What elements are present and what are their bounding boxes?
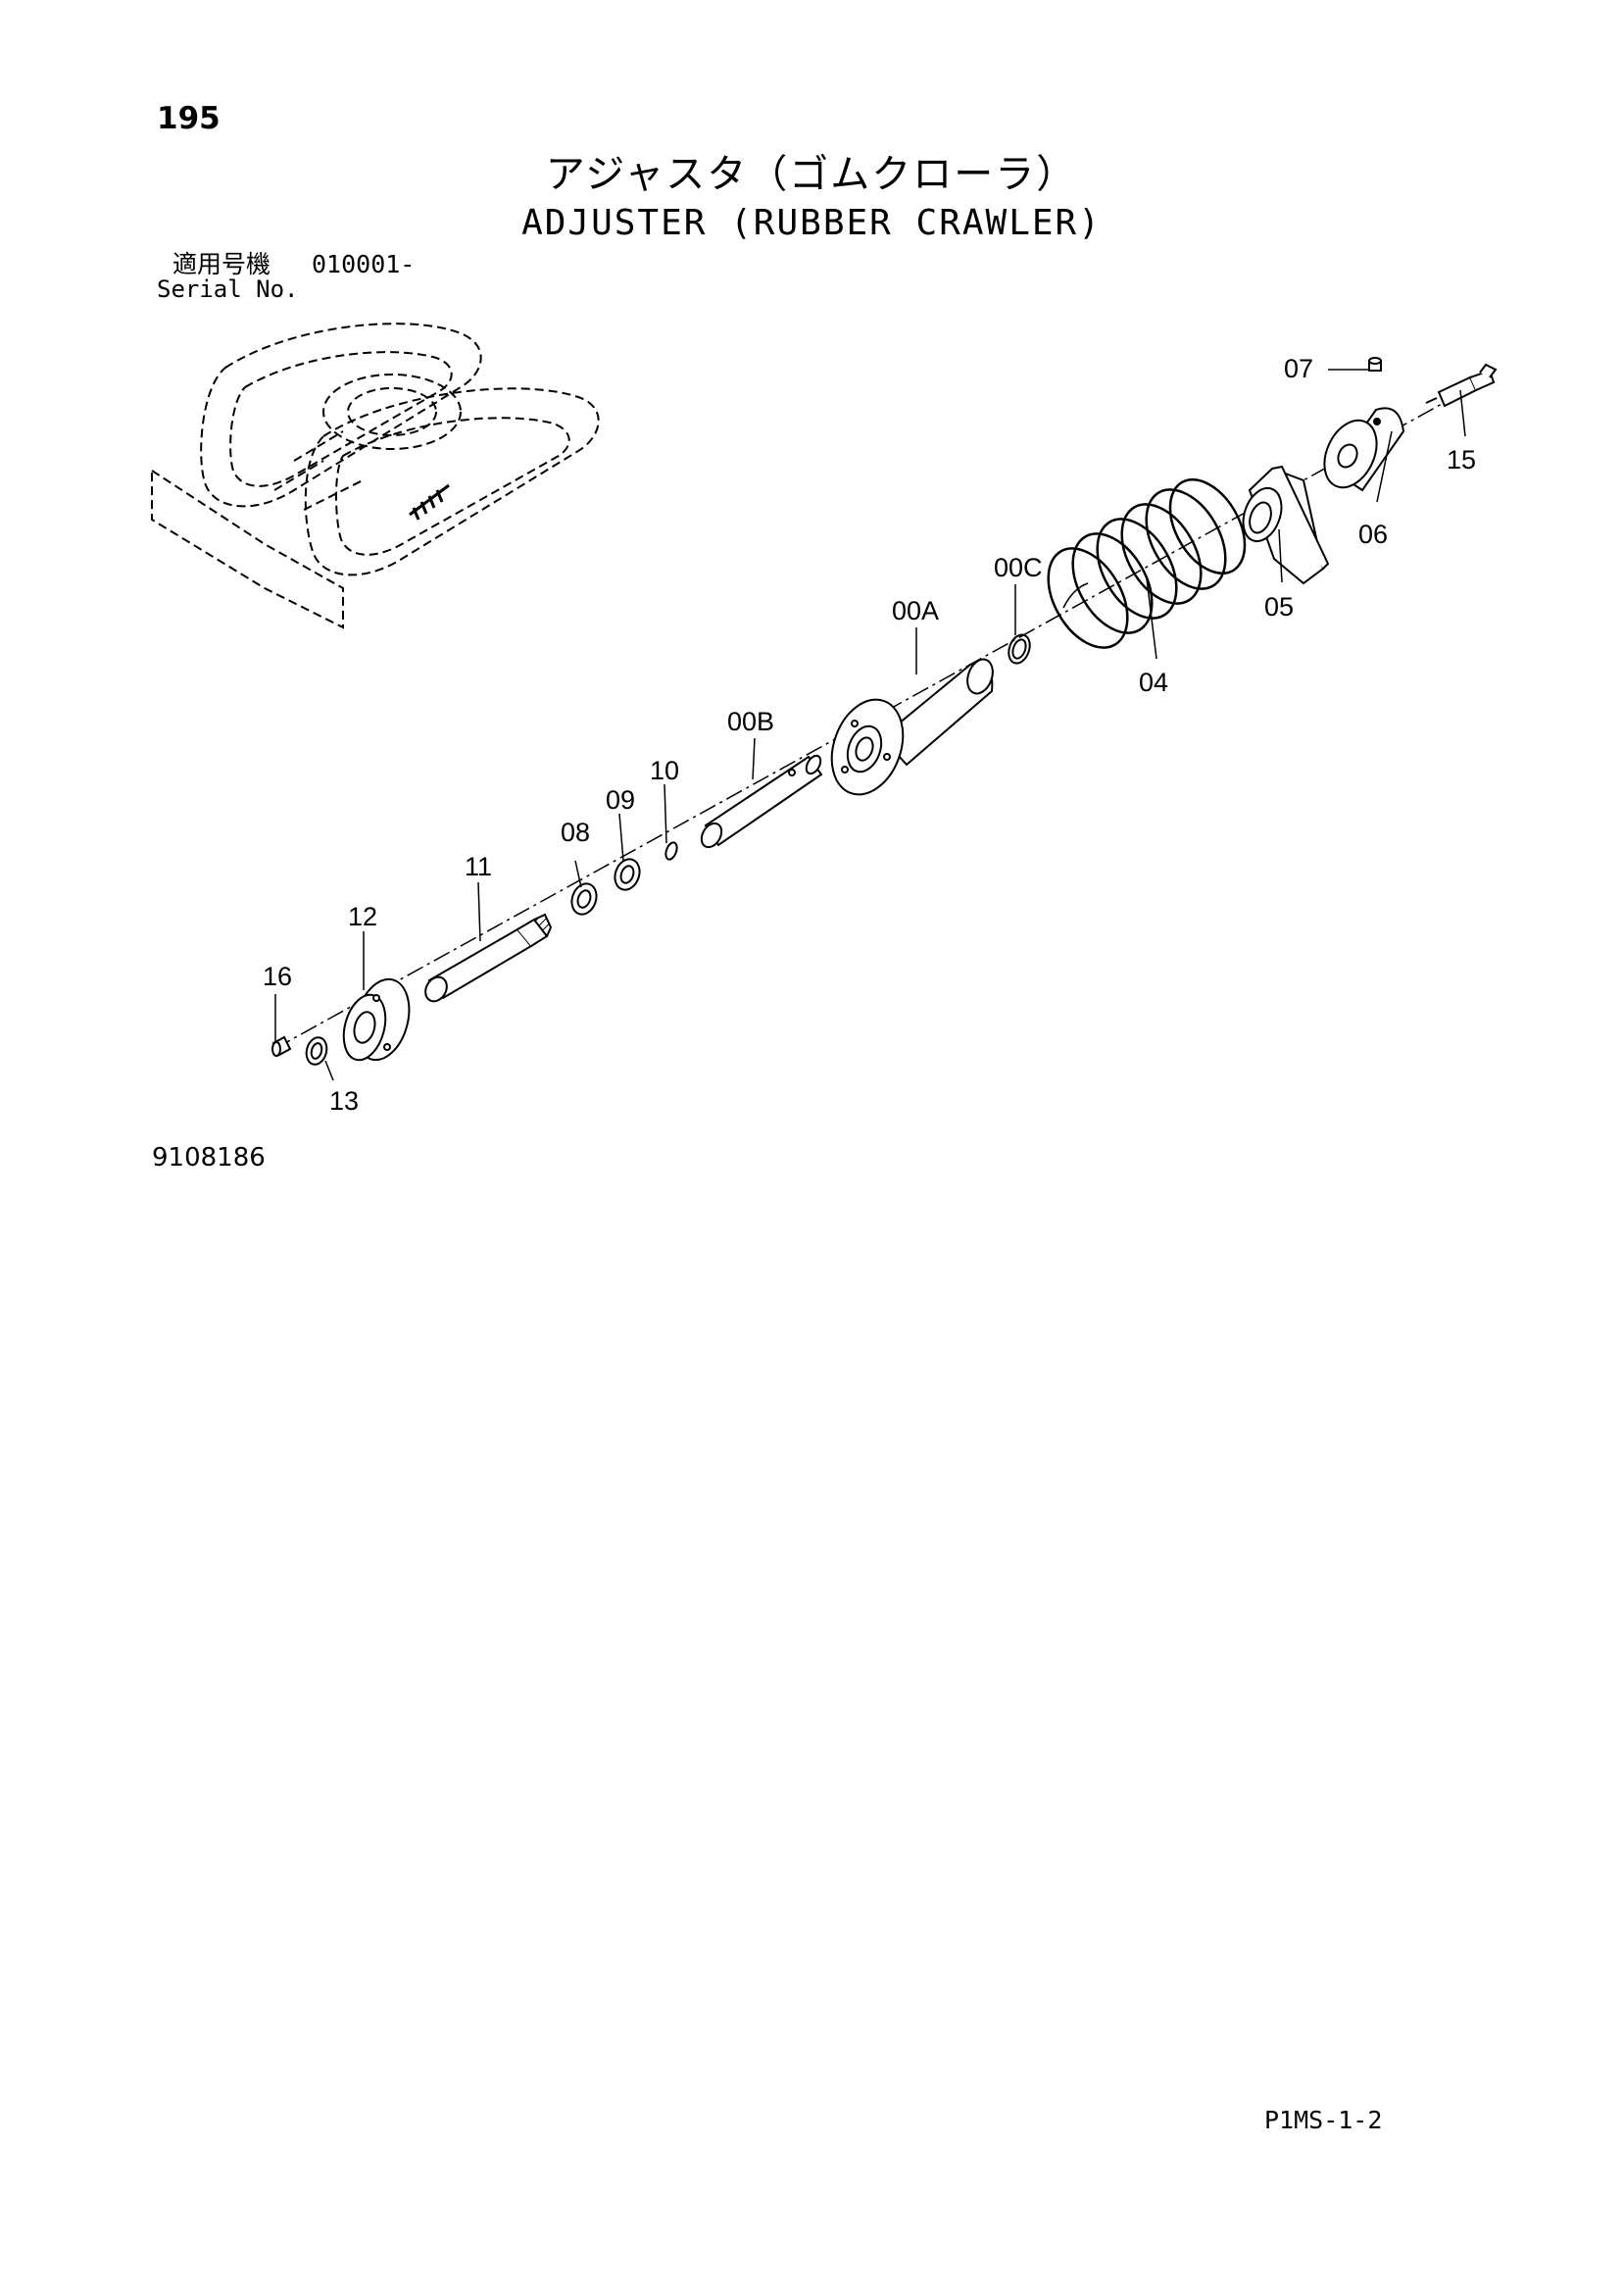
part-10-snap-ring: [664, 841, 678, 861]
callout-13: 13: [329, 1086, 359, 1116]
callout-05: 05: [1264, 592, 1294, 622]
leader-lines: [274, 369, 1466, 1081]
callout-00A: 00A: [892, 596, 939, 625]
callout-12: 12: [348, 902, 377, 931]
callout-11: 11: [465, 852, 492, 881]
callout-16: 16: [263, 962, 292, 991]
page-number: 195: [157, 101, 221, 136]
callout-00C: 00C: [994, 553, 1043, 582]
callout-labels: 07 15 06 05 04 00C 00A 00B 10 09 08 11 1…: [263, 354, 1476, 1116]
title-japanese: アジャスタ（ゴムクローラ）: [545, 152, 1078, 197]
callout-06: 06: [1358, 520, 1388, 549]
serial-label-japanese: 適用号機: [172, 250, 271, 278]
part-07-grease-nipple: [1368, 357, 1382, 372]
serial-value: 010001-: [312, 250, 416, 278]
title-english: ADJUSTER (RUBBER CRAWLER): [521, 203, 1102, 243]
part-16-bolt: [271, 1035, 292, 1057]
callout-04: 04: [1139, 668, 1168, 697]
part-05-flange-bracket: [1242, 465, 1330, 585]
callout-08: 08: [561, 818, 590, 847]
part-00A-cylinder: [830, 658, 994, 796]
callout-07: 07: [1284, 354, 1313, 383]
part-08-seal: [570, 882, 598, 916]
part-15-grease-valve: [1425, 363, 1498, 408]
callout-09: 09: [606, 785, 635, 815]
callout-00B: 00B: [727, 707, 774, 736]
machine-overview-sketch: [151, 323, 600, 629]
part-09-ring: [614, 858, 641, 891]
part-13-ring: [305, 1036, 328, 1066]
figure-number: 9108186: [152, 1143, 266, 1173]
part-00C-ring: [1008, 633, 1031, 665]
serial-label-english: Serial No.: [157, 275, 299, 303]
part-04-coil-spring: [1047, 477, 1247, 649]
callout-10: 10: [650, 756, 679, 785]
adjuster-location-highlight: [409, 483, 450, 521]
part-11-piston-rod: [424, 913, 553, 1003]
part-06-cylinder-block: [1323, 407, 1405, 492]
page-code: P1MS-1-2: [1264, 2106, 1383, 2134]
part-12-flange: [342, 977, 411, 1062]
callout-15: 15: [1447, 445, 1476, 474]
part-00B-rod: [700, 754, 823, 849]
